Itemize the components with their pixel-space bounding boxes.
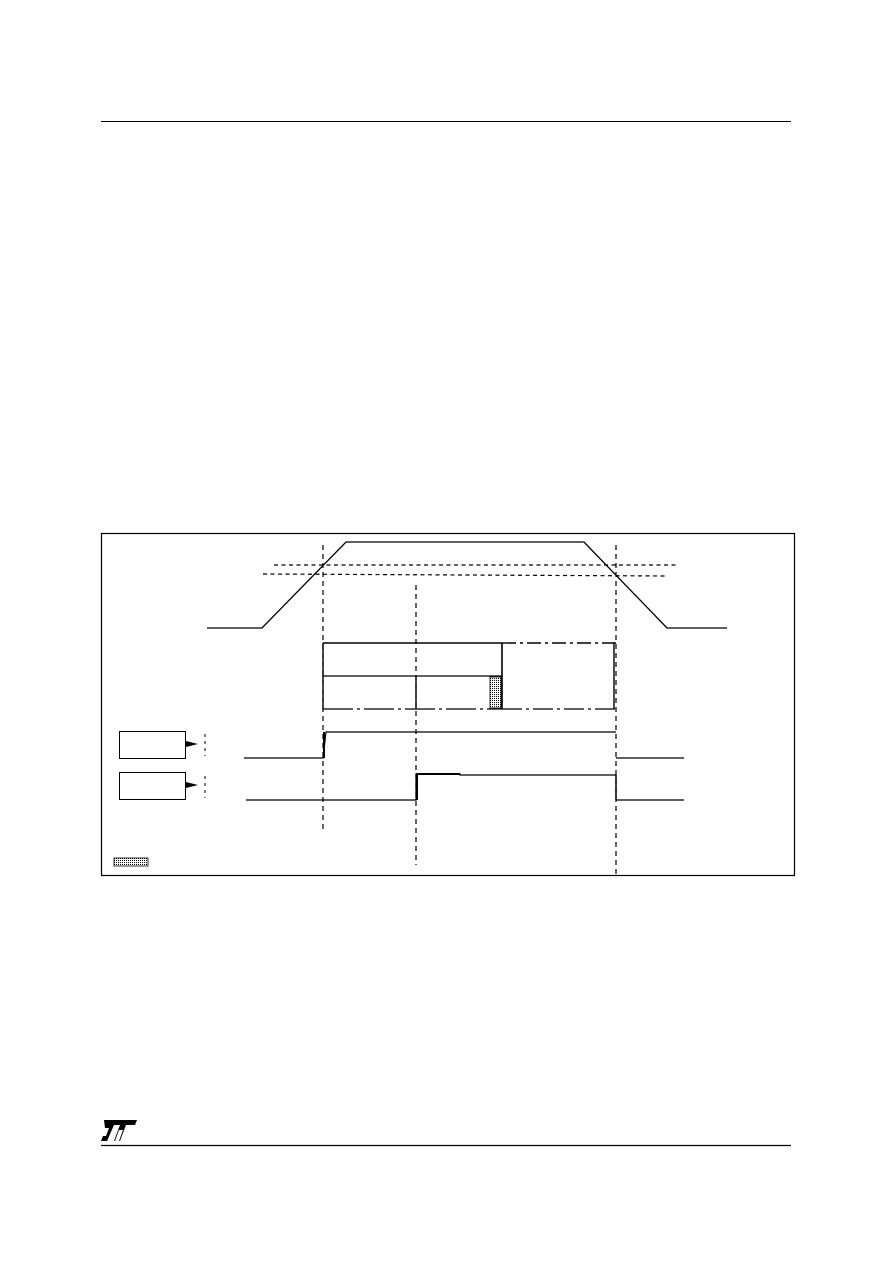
- supply-waveform: [207, 541, 727, 629]
- signal-arrow-2: [186, 782, 198, 788]
- figure-id-tag: [113, 857, 149, 867]
- timing-diagram: [113, 541, 727, 875]
- status-bar: [322, 642, 616, 710]
- hatched-tick-marker: [489, 676, 502, 709]
- threshold-line-lower: [262, 573, 669, 577]
- signal-row-2: [119, 772, 684, 801]
- st-logo: [101, 1120, 137, 1141]
- signal-row-1: [119, 731, 684, 759]
- signal-waveform-1: [244, 731, 616, 759]
- signal-arrow-1: [186, 741, 198, 747]
- signal-waveform-2: [246, 773, 616, 801]
- signal-label-box-2: [119, 772, 186, 800]
- signal-label-box-1: [119, 731, 186, 759]
- figure-frame: [100, 532, 796, 877]
